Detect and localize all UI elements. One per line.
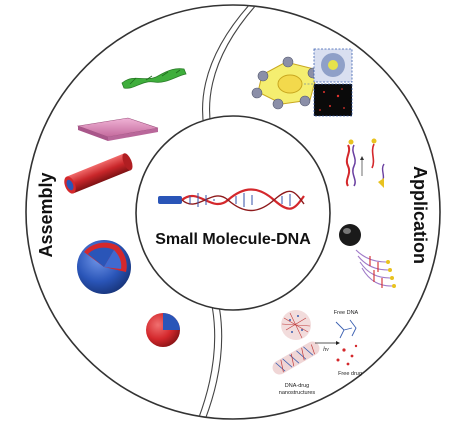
dna-nanostructure-sphere	[281, 310, 311, 340]
nanotube	[64, 153, 133, 194]
free-drug-label: Free drug	[338, 371, 362, 377]
dna-nanostructure-rod	[272, 341, 320, 375]
free-dna-strands	[335, 319, 357, 339]
center-title: Small Molecule-DNA	[155, 231, 311, 248]
core-shell-particle	[146, 313, 180, 347]
light-label: hν	[323, 347, 329, 353]
drug-release-scheme: DNA-drug nanostructures hν Free DNA Free…	[272, 310, 362, 396]
imaging-illustration	[251, 48, 353, 117]
free-dna-label: Free DNA	[334, 310, 359, 316]
nano-label-line2: nanostructures	[279, 390, 316, 396]
free-drug-molecules	[336, 344, 358, 366]
center-dna-conjugate	[158, 188, 305, 212]
small-molecule-block	[158, 196, 182, 204]
assembly-label: Assembly	[36, 172, 56, 257]
nanosheet	[76, 117, 159, 141]
nanoparticle-assembly	[339, 224, 396, 288]
application-label: Application	[410, 166, 430, 264]
hybridization-scheme	[345, 138, 385, 188]
nano-label-line1: DNA-drug	[285, 383, 309, 389]
inner-circle	[135, 115, 331, 311]
twisted-ribbon	[121, 68, 187, 89]
vesicle	[77, 240, 131, 294]
